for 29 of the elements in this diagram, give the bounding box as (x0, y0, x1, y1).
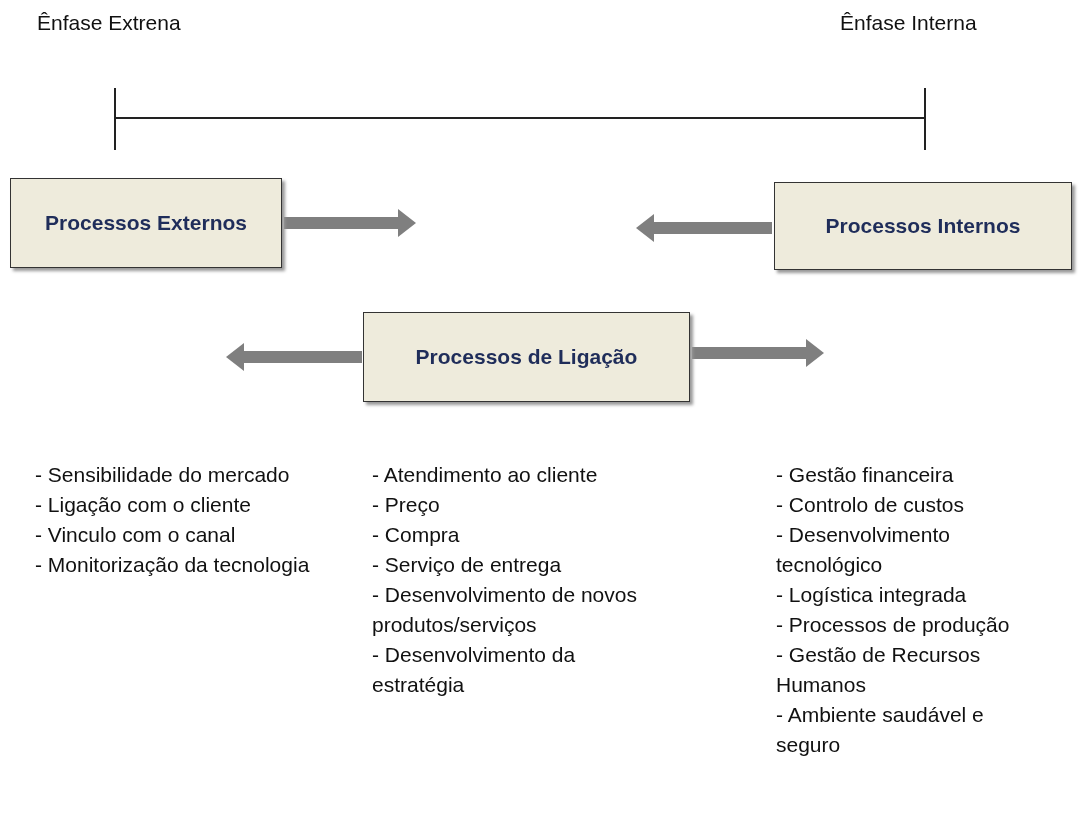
list-item: - Preço (372, 492, 441, 518)
axis-label: Ênfase Interna (840, 10, 977, 36)
list-item: - Desenvolvimento da estratégia (372, 642, 577, 698)
process-box (774, 182, 1072, 270)
list-item: - Logística integrada (776, 582, 968, 608)
arrow (226, 343, 362, 371)
list-item: - Gestão de Recursos Humanos (776, 642, 982, 698)
list-item: - Atendimento ao cliente (372, 462, 599, 488)
box-title: Processos Externos (45, 211, 247, 235)
list-item: - Controlo de custos (776, 492, 965, 518)
arrow (284, 209, 416, 237)
list-item: - Desenvolvimento tecnológico (776, 522, 951, 578)
process-box (363, 312, 690, 402)
box-title: Processos Internos (825, 214, 1021, 238)
list-item: - Ligação com o cliente (35, 492, 252, 518)
list-item: - Ambiente saudável e seguro (776, 702, 985, 758)
list-item: - Processos de produção (776, 612, 1011, 638)
list-item: - Sensibilidade do mercado (35, 462, 291, 488)
arrow (636, 214, 772, 242)
process-box (10, 178, 282, 268)
arrow (692, 339, 824, 367)
list-item: - Gestão financeira (776, 462, 955, 488)
list-item: - Vinculo com o canal (35, 522, 237, 548)
box-title: Processos de Ligação (415, 345, 638, 369)
list-item: - Serviço de entrega (372, 552, 563, 578)
axis-label: Ênfase Extrena (37, 10, 181, 36)
list-item: - Compra (372, 522, 461, 548)
list-item: - Desenvolvimento de novos produtos/serviços (372, 582, 638, 638)
list-item: - Monitorização da tecnologia (35, 552, 311, 578)
